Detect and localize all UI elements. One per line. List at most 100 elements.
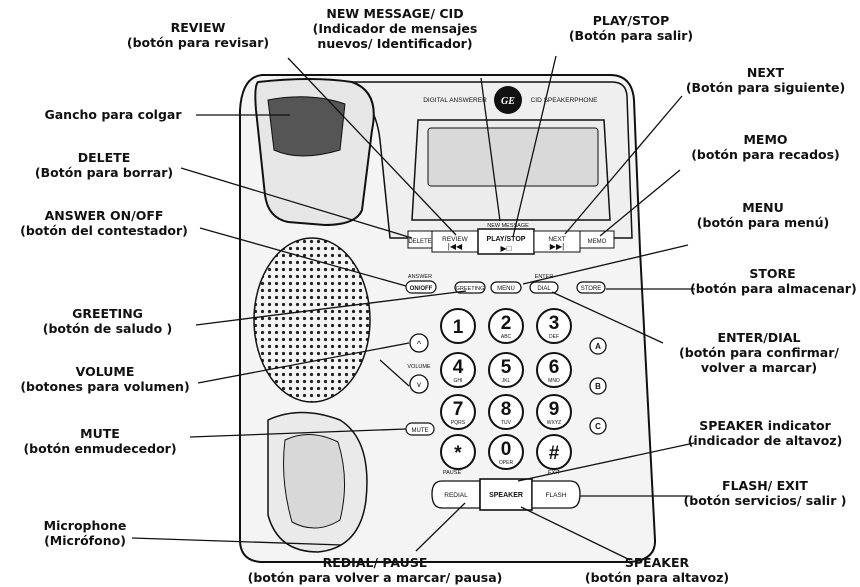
callout-answer: ANSWER ON/OFF(botón del contestador) xyxy=(20,208,188,238)
leader-lines xyxy=(131,55,695,561)
svg-text:ENTER: ENTER xyxy=(535,274,554,280)
callout-memo: MEMO(botón para recados) xyxy=(691,132,840,162)
svg-text:VOLUME: VOLUME xyxy=(407,364,431,370)
svg-text:1: 1 xyxy=(453,317,464,338)
flash-button xyxy=(531,480,581,509)
svg-text:8: 8 xyxy=(501,399,512,420)
memory-key-a[interactable]: A xyxy=(589,337,607,355)
store-button xyxy=(576,281,606,294)
svg-text:*: * xyxy=(454,443,462,464)
svg-text:^: ^ xyxy=(417,339,422,349)
svg-text:MNO: MNO xyxy=(548,378,560,384)
svg-text:DEF: DEF xyxy=(549,334,559,340)
svg-text:ON/OFF: ON/OFF xyxy=(410,286,433,292)
handset-earpiece xyxy=(267,96,346,157)
callout-microphone: Microphone(Micrófono) xyxy=(43,518,127,548)
volume-down-button xyxy=(409,374,429,394)
callout-next: NEXT(Botón para siguiente) xyxy=(685,65,846,95)
svg-text:5: 5 xyxy=(501,357,512,378)
memory-key-c[interactable]: C xyxy=(589,417,607,435)
volume-up-button xyxy=(409,333,429,353)
callout-redial-pause: REDIAL/ PAUSE(botón para volver a marcar… xyxy=(247,555,503,585)
svg-text:GHI: GHI xyxy=(454,378,463,384)
callout-enter-dial: ENTER/DIAL(botón para confirmar/volver a… xyxy=(679,330,839,375)
svg-text:REDIAL: REDIAL xyxy=(444,492,468,499)
svg-text:OPER: OPER xyxy=(499,460,514,466)
svg-text:|◀◀: |◀◀ xyxy=(448,242,463,251)
callout-store: STORE(botón para almacenar) xyxy=(690,266,857,296)
brand-text-right: CID SPEAKERPHONE xyxy=(531,97,598,104)
svg-text:SPEAKER: SPEAKER xyxy=(489,492,523,499)
svg-text:4: 4 xyxy=(453,357,464,378)
svg-text:MENU: MENU xyxy=(497,286,515,292)
memory-keys: A B C xyxy=(589,337,607,435)
redial-button xyxy=(431,480,481,509)
svg-text:JKL: JKL xyxy=(502,378,511,384)
svg-text:TUV: TUV xyxy=(501,420,512,426)
svg-text:GREETING: GREETING xyxy=(456,286,485,292)
new-message-label: NEW MESSAGE xyxy=(487,223,529,229)
greeting-button xyxy=(454,281,486,294)
svg-text:7: 7 xyxy=(453,399,464,420)
callout-delete: DELETE(Botón para borrar) xyxy=(34,150,174,180)
svg-text:PQRS: PQRS xyxy=(451,420,466,426)
svg-text:0: 0 xyxy=(501,439,512,460)
svg-text:v: v xyxy=(417,380,421,389)
callout-menu: MENU(botón para menú) xyxy=(696,200,830,230)
callout-mute: MUTE(botón enmudecedor) xyxy=(23,426,177,456)
callout-play-stop: PLAY/STOP(Botón para salir) xyxy=(568,13,694,43)
svg-text:▶▶|: ▶▶| xyxy=(550,242,564,251)
speaker-button xyxy=(479,478,533,511)
svg-text:MEMO: MEMO xyxy=(588,239,607,245)
svg-text:6: 6 xyxy=(549,357,560,378)
memory-key-b[interactable]: B xyxy=(589,377,607,395)
callout-volume: VOLUME(botones para volumen) xyxy=(20,364,190,394)
callout-flash-exit: FLASH/ EXIT(botón servicios/ salir ) xyxy=(683,478,847,508)
svg-text:A: A xyxy=(595,342,601,351)
keypad-key-hash[interactable]: # xyxy=(536,434,572,470)
svg-text:DIAL: DIAL xyxy=(537,286,551,292)
svg-text:DELETE: DELETE xyxy=(408,239,431,245)
ge-logo-text: GE xyxy=(501,96,515,107)
keypad-key-star[interactable]: * xyxy=(440,434,476,470)
svg-text:B: B xyxy=(595,382,601,391)
ge-logo xyxy=(494,86,522,114)
callout-speaker: SPEAKER(botón para altavoz) xyxy=(584,555,730,585)
memo-button xyxy=(579,230,615,249)
svg-text:WXYZ: WXYZ xyxy=(547,420,561,426)
callout-greeting: GREETING(botón de saludo ) xyxy=(42,306,173,336)
keypad-key-1[interactable]: 1 xyxy=(440,308,476,344)
callout-review: REVIEW(botón para revisar) xyxy=(126,20,270,50)
svg-text:▶□: ▶□ xyxy=(501,244,512,253)
callout-hook: Gancho para colgar xyxy=(44,107,182,122)
display-screen xyxy=(427,127,599,187)
svg-text:PAUSE: PAUSE xyxy=(443,470,462,476)
svg-text:MUTE: MUTE xyxy=(412,428,429,434)
dial-button xyxy=(529,281,559,294)
svg-text:REVIEW: REVIEW xyxy=(442,236,469,243)
svg-text:ANSWER: ANSWER xyxy=(408,274,432,280)
svg-text:#: # xyxy=(549,443,560,464)
svg-text:FLASH: FLASH xyxy=(546,492,567,499)
svg-text:9: 9 xyxy=(549,399,560,420)
svg-text:STORE: STORE xyxy=(581,286,602,292)
svg-text:C: C xyxy=(595,422,601,431)
svg-text:PLAY/STOP: PLAY/STOP xyxy=(487,236,526,243)
svg-text:3: 3 xyxy=(549,313,560,334)
svg-text:2: 2 xyxy=(501,313,512,334)
brand-text: DIGITAL ANSWERER xyxy=(423,97,487,104)
svg-text:ABC: ABC xyxy=(501,334,512,340)
